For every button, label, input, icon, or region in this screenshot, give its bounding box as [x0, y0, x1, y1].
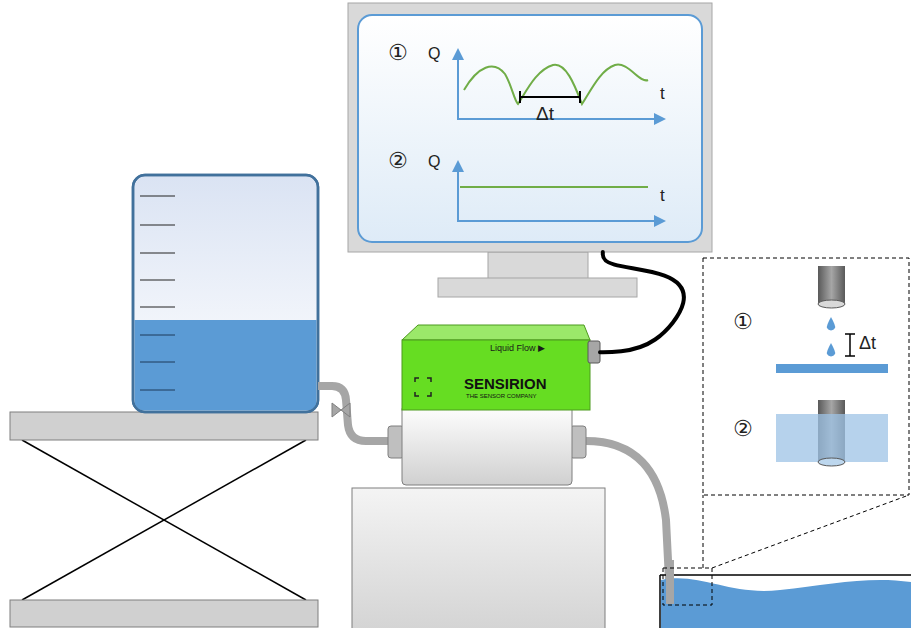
zoom-leader	[703, 495, 704, 568]
label-text: Δt	[536, 104, 554, 123]
label-text: Q	[428, 46, 440, 62]
stand-block	[352, 488, 605, 628]
valve-symbol	[332, 403, 350, 417]
scale-tick	[140, 253, 175, 254]
flow-sensor	[388, 325, 600, 485]
inset-detail-box: ① Δt ②	[703, 258, 909, 495]
inlet-tube	[318, 386, 390, 441]
lab-jack	[10, 412, 318, 627]
label-text: t	[660, 187, 665, 204]
scale-tick	[140, 280, 175, 281]
outlet-tube-end	[666, 560, 674, 604]
label-text: t	[660, 85, 665, 102]
flow-chart-pulsating	[452, 48, 666, 125]
monitor-screen: ① Q Δt t ② Qt	[348, 3, 712, 252]
scale-tick	[140, 335, 175, 336]
label-text: ②	[733, 418, 753, 440]
scale-tick	[140, 225, 175, 226]
label-text: ①	[388, 42, 408, 64]
data-cable	[600, 252, 684, 352]
label-text: SENSIRION	[464, 376, 547, 391]
label-text: Q	[428, 154, 440, 170]
scale-tick	[140, 362, 175, 363]
flow-chart-steady	[452, 160, 666, 227]
label-text: Liquid Flow ▶	[490, 344, 545, 353]
label-text: ①	[733, 311, 753, 333]
monitor	[348, 3, 712, 297]
label-text: ②	[388, 150, 408, 172]
label-text: Δt	[859, 334, 876, 352]
basin-water	[660, 575, 911, 628]
scale-tick	[140, 390, 175, 391]
beaker	[133, 175, 318, 412]
zoom-leader	[712, 495, 909, 568]
label-text: THE SENSOR COMPANY	[466, 393, 537, 399]
flow-sensor-head: Liquid Flow ▶ SENSIRION THE SENSOR COMPANY	[402, 325, 600, 410]
zoom-box	[663, 568, 712, 605]
inset-detail	[703, 258, 909, 495]
scale-tick	[140, 307, 175, 308]
scale-tick	[140, 196, 175, 197]
